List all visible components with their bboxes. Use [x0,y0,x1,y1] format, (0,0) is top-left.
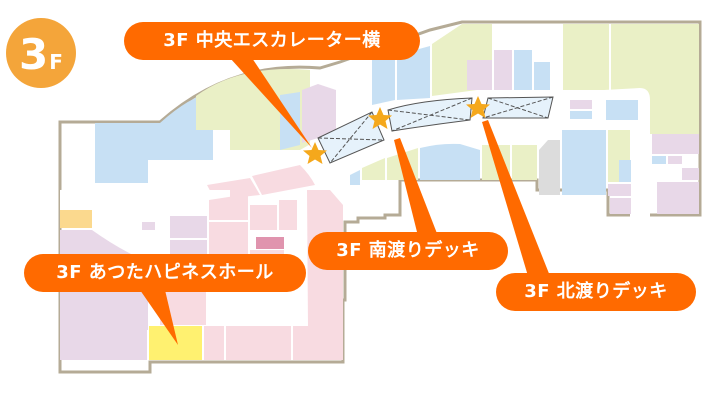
star-icon[interactable] [466,96,490,118]
callout-central-escalator[interactable]: 3F 中央エスカレーター横 [124,22,420,60]
shop-block [149,326,202,360]
south-deck [387,97,473,132]
callout-label: 3F 南渡りデッキ [336,240,480,261]
callout-label: 3F あつたハピネスホール [56,262,274,283]
shop-block [682,168,699,180]
central-escalator-deck [317,111,385,164]
shop-block [250,205,277,230]
shop-block [562,130,606,195]
north-deck [482,96,554,119]
shop-block [95,92,213,183]
floor-unit: F [49,50,63,74]
pointer-north-deck [482,120,550,276]
star-icon[interactable] [303,142,327,164]
shop-block [606,100,638,120]
callout-happiness-hall[interactable]: 3F あつたハピネスホール [24,254,306,292]
shop-block [350,170,360,185]
pointer-central-escalator [230,58,312,148]
shop-block [534,62,550,90]
service-area [539,140,560,195]
shop-block [619,160,631,182]
shop-block [252,165,315,195]
shop-block [209,194,248,220]
shop-block [494,50,512,90]
floor-number: 3 [19,30,49,79]
shop-block [467,60,492,90]
callout-north-deck[interactable]: 3F 北渡りデッキ [496,273,696,311]
shop-block [657,182,699,214]
shop-block [570,100,592,109]
shop-block [610,198,631,214]
pointer-happiness-hall [140,290,178,345]
shop-block [362,158,385,180]
shop-block [170,216,207,238]
shop-block [142,222,155,230]
shop-block [514,50,532,90]
pointer-south-deck [394,138,438,236]
shop-block [293,326,343,360]
shop-block [60,210,92,228]
shop-block [652,134,699,154]
shop-block [512,145,537,180]
shop-block [302,84,336,143]
shop-block [204,326,224,360]
callout-south-deck[interactable]: 3F 南渡りデッキ [308,232,508,270]
shop-block [372,55,395,105]
shop-block [652,156,666,164]
shop-block [256,237,284,249]
callout-label: 3F 中央エスカレーター横 [163,30,381,51]
shop-block [563,24,609,90]
callout-label: 3F 北渡りデッキ [524,281,668,302]
shop-block [570,111,592,119]
shop-block [668,156,682,164]
shop-block [420,143,480,180]
shop-block [226,326,291,360]
shop-block [279,200,297,230]
shop-block [608,184,631,196]
star-icon[interactable] [368,107,392,129]
